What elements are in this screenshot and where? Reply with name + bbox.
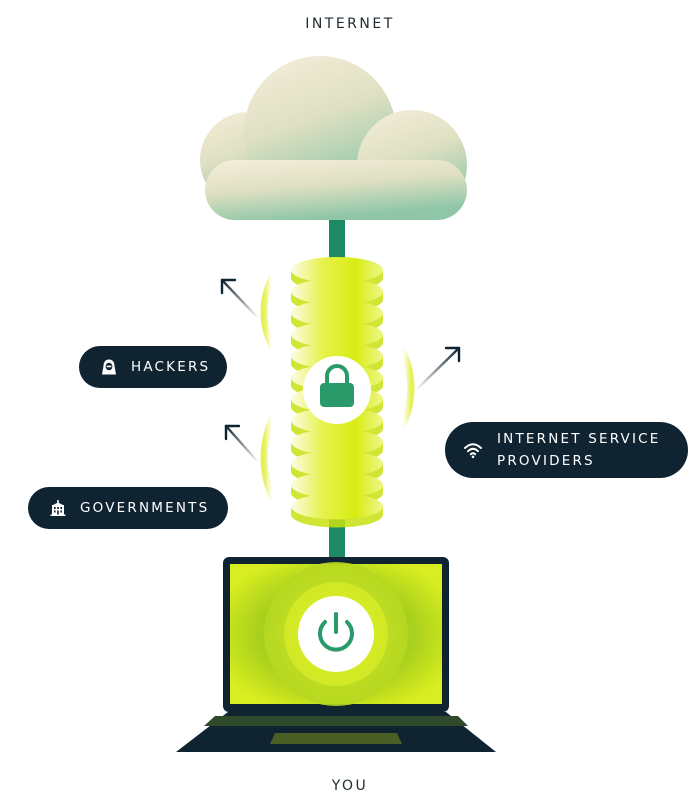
arrow-hackers — [220, 278, 260, 320]
tunnel-disc — [291, 257, 383, 283]
cloud-icon — [200, 56, 467, 220]
governments-pill: GOVERNMENTS — [28, 487, 228, 529]
tunnel-disc — [291, 429, 383, 455]
tunnel-disc — [291, 472, 383, 498]
padlock-icon — [303, 356, 371, 424]
signal-waves — [260, 274, 415, 500]
power-icon — [298, 596, 374, 672]
tunnel-disc — [291, 321, 383, 348]
hackers-label: HACKERS — [131, 359, 211, 375]
tunnel-disc — [291, 300, 383, 326]
government-building-icon — [48, 498, 68, 518]
isp-pill: INTERNET SERVICE PROVIDERS — [445, 422, 688, 478]
tunnel-disc — [291, 278, 383, 305]
hackers-pill: HACKERS — [79, 346, 227, 388]
you-label: YOU — [331, 778, 369, 794]
threat-arrows — [220, 278, 461, 464]
isp-label: INTERNET SERVICE PROVIDERS — [497, 431, 661, 469]
internet-label: INTERNET — [305, 16, 395, 32]
governments-label: GOVERNMENTS — [80, 500, 210, 516]
hacker-icon — [99, 357, 119, 377]
wifi-icon — [463, 440, 483, 460]
tunnel-disc — [291, 493, 383, 520]
tunnel-disc — [291, 450, 383, 477]
arrow-isp — [414, 346, 461, 392]
arrow-governments — [224, 424, 260, 464]
